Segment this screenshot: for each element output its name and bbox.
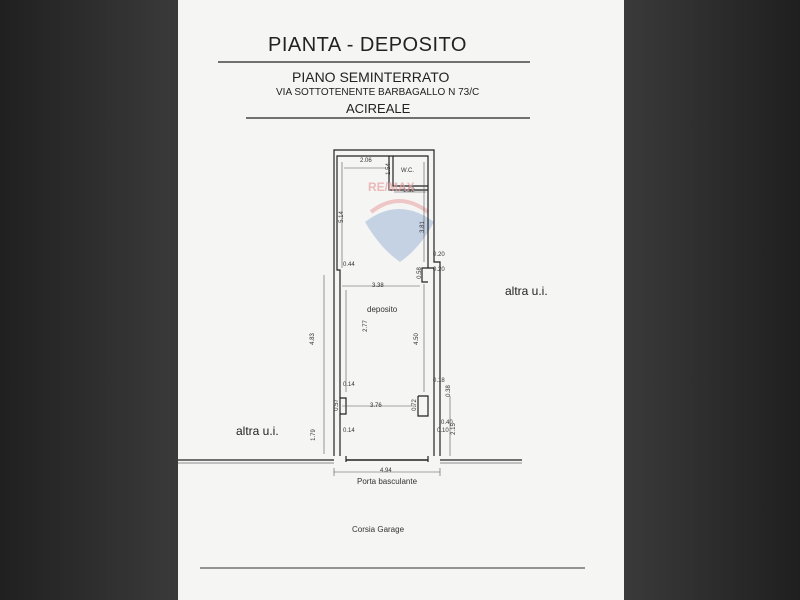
corridor-label: Corsia Garage: [352, 525, 405, 534]
dim-152: 1.52: [403, 188, 415, 194]
dim-014-b: 0.14: [343, 428, 355, 434]
walls: [333, 149, 441, 462]
dim-040: 0.40: [441, 420, 453, 426]
dim-057: 0.57: [333, 399, 340, 411]
watermark-text: RE/MAX: [368, 180, 415, 194]
background-right: [624, 0, 800, 600]
dim-338: 3.38: [372, 283, 384, 289]
dim-215: 2.15: [450, 423, 457, 435]
floor-label: PIANO SEMINTERRATO: [292, 69, 450, 85]
dim-154: 1.54: [385, 163, 392, 175]
dim-483: 4.83: [309, 333, 316, 345]
remax-watermark: [365, 199, 434, 262]
outer-wall: [333, 149, 441, 456]
dim-450: 4.50: [413, 333, 420, 345]
dim-514: 5.14: [338, 211, 345, 223]
room-label-deposito: deposito: [367, 305, 398, 314]
dim-277: 2.77: [362, 320, 369, 332]
dim-038: 0.38: [445, 385, 452, 397]
dim-014-a: 0.14: [343, 382, 355, 388]
inner-wall: [336, 155, 435, 456]
dim-010: 0.10: [437, 428, 449, 434]
dim-072: 0.72: [411, 399, 418, 411]
dim-020-a: 0.20: [433, 252, 445, 258]
plan-title: PIANTA - DEPOSITO: [268, 34, 467, 56]
dim-058: 0.58: [416, 267, 423, 279]
wc-wall-inner: [392, 156, 428, 187]
dim-376: 3.76: [370, 403, 382, 409]
background-left: [0, 0, 178, 600]
dim-020-b: 0.20: [433, 267, 445, 273]
wc-wall: [388, 156, 428, 191]
dim-206: 2.06: [360, 158, 372, 164]
dim-381: 3.81: [419, 221, 426, 233]
other-unit-left: altra u.i.: [236, 424, 279, 438]
other-unit-right: altra u.i.: [505, 284, 548, 298]
dim-494: 4.94: [380, 468, 392, 474]
wc-label: W.C.: [401, 168, 414, 174]
city-label: ACIREALE: [346, 101, 411, 116]
pilaster-lower: [417, 395, 429, 417]
pilaster-upper: [421, 267, 428, 283]
dim-018: 0.18: [433, 378, 445, 384]
address-label: VIA SOTTOTENENTE BARBAGALLO N 73/C: [276, 87, 480, 98]
dim-179: 1.79: [310, 429, 317, 441]
dimension-lines: [200, 162, 585, 569]
paper-sheet: [178, 0, 624, 600]
dim-044: 0.44: [343, 262, 355, 268]
door-label: Porta basculante: [357, 477, 418, 486]
